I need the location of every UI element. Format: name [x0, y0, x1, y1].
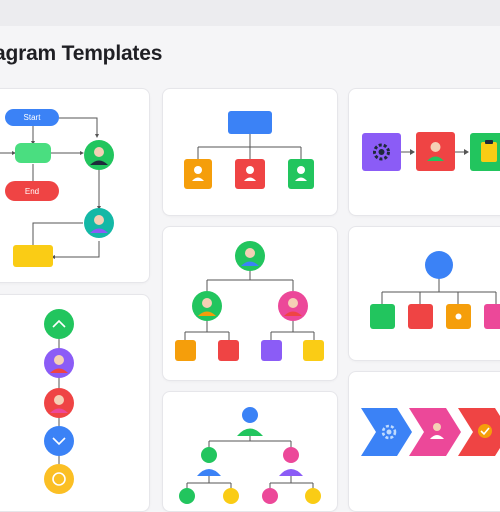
- top-bar: [0, 0, 500, 26]
- template-card-hierarchy-tree[interactable]: [162, 226, 338, 381]
- user-avatar-icon: [44, 348, 74, 378]
- page-title: agram Templates: [0, 42, 163, 65]
- template-card-process-flow[interactable]: [348, 88, 500, 216]
- start-node: [5, 109, 59, 126]
- leaf-node: [303, 340, 324, 361]
- descendant-node: [223, 488, 239, 504]
- user-avatar-icon: [235, 241, 265, 271]
- user-avatar-icon: [84, 140, 114, 170]
- user-card-icon: [416, 132, 455, 171]
- user-avatar-icon: [278, 291, 308, 321]
- child-node-icon: [446, 304, 471, 329]
- template-card-family-tree[interactable]: [162, 391, 338, 512]
- person-icon: [279, 447, 303, 476]
- child-node: [370, 304, 395, 329]
- person-icon: [237, 407, 263, 436]
- leaf-node: [175, 340, 196, 361]
- chevron-process-diagram: [361, 408, 500, 456]
- chevron-down-icon: [44, 426, 74, 456]
- user-icon: [409, 408, 461, 456]
- start-label: Start: [24, 113, 42, 122]
- descendant-node: [179, 488, 195, 504]
- user-avatar-icon: [84, 208, 114, 238]
- person-icon: [197, 447, 221, 476]
- template-card-vertical-timeline[interactable]: [0, 294, 150, 512]
- gear-icon: [361, 408, 412, 456]
- family-tree-diagram: [179, 407, 321, 504]
- org-chart-diagram: [184, 111, 314, 189]
- child-node: [484, 304, 500, 329]
- gear-icon: [362, 133, 401, 171]
- vertical-timeline-diagram: [44, 309, 74, 494]
- user-avatar-icon: [44, 388, 74, 418]
- end-node: [5, 181, 59, 201]
- root-node: [228, 111, 272, 134]
- template-card-org-chart-five[interactable]: [348, 226, 500, 361]
- chevron-up-icon: [44, 309, 74, 339]
- flowchart-diagram: Start End: [0, 109, 114, 267]
- leaf-node: [261, 340, 282, 361]
- template-card-org-chart-three[interactable]: [162, 88, 338, 216]
- descendant-node: [305, 488, 321, 504]
- clipboard-icon: [470, 133, 500, 171]
- check-icon: [458, 408, 500, 456]
- leaf-node: [218, 340, 239, 361]
- template-card-chevron-process[interactable]: [348, 371, 500, 512]
- circle-icon: [44, 464, 74, 494]
- root-node: [425, 251, 453, 279]
- org-chart-five-diagram: [370, 251, 500, 329]
- user-card-icon: [235, 159, 265, 189]
- hierarchy-tree-diagram: [175, 241, 324, 361]
- user-card-icon: [288, 159, 314, 189]
- descendant-node: [262, 488, 278, 504]
- child-node: [408, 304, 433, 329]
- template-card-flowchart[interactable]: Start End: [0, 88, 150, 283]
- process-node: [15, 143, 51, 163]
- user-card-icon: [184, 159, 212, 189]
- output-node: [13, 245, 53, 267]
- end-label: End: [25, 187, 39, 196]
- user-avatar-icon: [192, 291, 222, 321]
- process-flow-diagram: [362, 132, 500, 171]
